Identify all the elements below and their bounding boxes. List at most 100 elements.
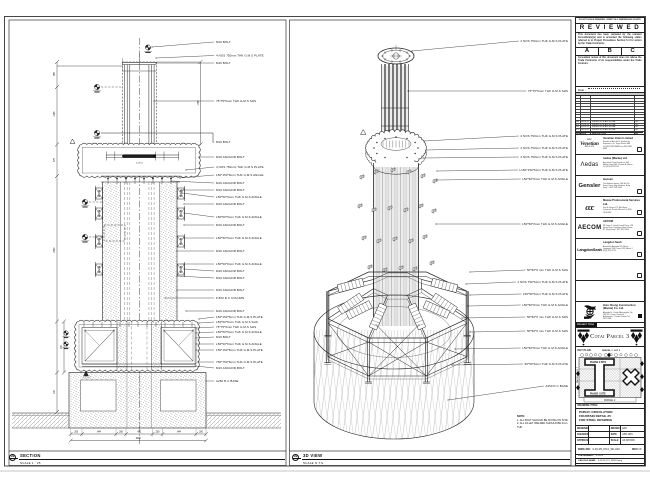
revision-row-empty xyxy=(576,104,644,107)
leader-label: M16 ANCHOR BOLT xyxy=(216,249,245,253)
reference-cad-label: REFERENCE CAD FILE NAME: xyxy=(578,463,610,465)
dimension-text: 1045 xyxy=(54,111,56,117)
leader-label: L50*50*6mm THK G.M.S ANGLE xyxy=(522,222,568,226)
leader-anchor xyxy=(195,365,197,367)
stamp-date-line[interactable] xyxy=(587,88,640,90)
consultant-block-empty xyxy=(576,260,644,282)
key-plan-parcel-bottom-label: PARCEL 2 xyxy=(604,398,616,401)
leader-label: 4 NOS 750mm THK G.M.S PLATE xyxy=(520,134,568,138)
plate-mark-text: 1-LP-2 xyxy=(136,163,143,165)
leader-label: 4 NOS 750mm THK G.M.S PLATE xyxy=(520,146,568,150)
leader-line xyxy=(467,304,521,307)
leader-anchor xyxy=(469,331,471,333)
leader-label: 150*150*6mm THK G.M.S PLATE xyxy=(216,348,263,352)
leader-line xyxy=(411,40,519,52)
banner-ornament-right xyxy=(630,329,642,345)
leader-label: M16 ANCHOR BOLT xyxy=(216,288,245,292)
cad-file-value: 3-15-05_PC_SK010.dwg xyxy=(597,459,623,462)
revision-row-empty xyxy=(576,107,644,110)
leader-anchor xyxy=(469,294,471,296)
dimension-text: 452 xyxy=(137,432,142,434)
company-checkbox[interactable] xyxy=(636,231,642,236)
leader-anchor xyxy=(205,380,207,382)
company-address: Estrada da Baía de N. Senhora da Esperan… xyxy=(603,141,632,150)
view-name: 3D VIEW xyxy=(303,453,323,458)
leader-line xyxy=(181,192,215,198)
leader-line xyxy=(183,212,215,218)
view-number-bubble: 01 xyxy=(9,453,18,461)
leader-anchor xyxy=(195,332,197,334)
leader-label: 50*50*6 mm THK G.M.S SHS xyxy=(527,329,568,333)
company-address: Two Harbour Square, 180 Wai Yip Street, … xyxy=(603,183,631,190)
company-checkbox[interactable] xyxy=(636,272,642,278)
leader-anchor xyxy=(183,224,185,226)
dimension-text: 720 xyxy=(54,389,56,394)
dimension-text: 2940 xyxy=(136,438,142,440)
revision-table-header: REVDATEDESCRIPTIONBY xyxy=(576,131,644,134)
leader-label: 150*150*6mm THK G.M.S PLATE xyxy=(216,315,263,319)
leader-anchor xyxy=(198,322,200,324)
dimension-text: 200 xyxy=(199,432,204,434)
leader-anchor xyxy=(183,212,185,214)
leader-anchor xyxy=(423,140,425,142)
title-block: DO NOT SCALE DRAWING. VERIFY ALL DIMENSI… xyxy=(575,16,645,466)
leader-anchor xyxy=(195,337,197,339)
dimension-text: 844 xyxy=(177,432,182,434)
leader-line xyxy=(198,321,215,324)
company-checkbox[interactable] xyxy=(636,210,642,215)
key-plan-i-bottom-label: PHASE I SITE xyxy=(590,392,606,395)
leader-anchor xyxy=(180,189,182,191)
leader-anchor xyxy=(467,305,469,307)
leader-label: M16 ANCHOR BOLT xyxy=(216,223,245,227)
drawing-title-header: DRAWING TITLE: xyxy=(576,404,644,409)
leader-line xyxy=(469,330,526,333)
revision-row-empty xyxy=(576,96,644,99)
leader-label: L50*50*6mm THK G.M.S ANGLE xyxy=(522,346,568,350)
review-status-option[interactable]: C xyxy=(630,48,635,55)
leader-line xyxy=(151,41,215,48)
note-line: 2. ALL FILLET WELDED SHOULD BE 3mm THK. xyxy=(517,422,568,429)
leader-label: M16 ANCHOR BOLT xyxy=(216,181,245,185)
review-status-option[interactable]: B xyxy=(599,48,622,56)
leader-anchor xyxy=(185,310,187,312)
leader-line xyxy=(451,363,524,366)
leader-line xyxy=(425,147,519,151)
company-checkbox[interactable] xyxy=(636,252,642,257)
leader-label: A250 R.C BASE xyxy=(545,384,568,388)
leader-label: L50*50*6mm THK G.M.S ANGLE xyxy=(522,177,568,181)
review-status-option[interactable]: A xyxy=(576,48,599,56)
key-plan-label: KEY PLAN xyxy=(578,348,591,352)
company-checkbox[interactable] xyxy=(636,189,642,194)
leader-line xyxy=(436,169,518,172)
leader-label: M16 BOLT xyxy=(216,140,231,144)
company-address: Alameda Dr. Carlos d'Assumpção, No. 181-… xyxy=(603,311,633,321)
dimension-text: 200 xyxy=(156,432,161,434)
key-plan-i-top-label: PHASE II SITE xyxy=(590,361,607,364)
reviewed-stamp-title: R E V I E W E D xyxy=(576,24,644,34)
leader-line xyxy=(179,174,215,179)
company-name: AECOM xyxy=(603,220,614,224)
drawing-note: NOTE:1. ALL BOLT SHOULD BE FIXING ON SIT… xyxy=(517,415,571,429)
leader-label: L50*50*6mm THK G.M.S PLATE xyxy=(523,292,568,296)
leader-label: 150*150*6mm THK G.M.S ANGLE xyxy=(216,173,264,177)
dwg-no-row: DWG NO: 3-15-05_PC2_SK-010 REV: C xyxy=(576,445,644,455)
leader-anchor xyxy=(181,192,183,194)
leader-anchor xyxy=(197,361,199,363)
leader-line xyxy=(195,326,215,329)
dimension-text: 844 xyxy=(97,432,102,434)
leader-anchor xyxy=(195,327,197,329)
company-checkbox[interactable] xyxy=(636,147,642,152)
leader-label: M16 ANCHOR BOLT xyxy=(216,309,245,313)
line-art-root xyxy=(0,16,650,472)
leader-anchor xyxy=(469,271,471,273)
drawing-title-line: FOR STEEL DRAWING xyxy=(579,418,613,423)
revision-row-empty xyxy=(576,109,644,113)
leader-label: M16 ANCHOR BOLT xyxy=(216,276,245,280)
